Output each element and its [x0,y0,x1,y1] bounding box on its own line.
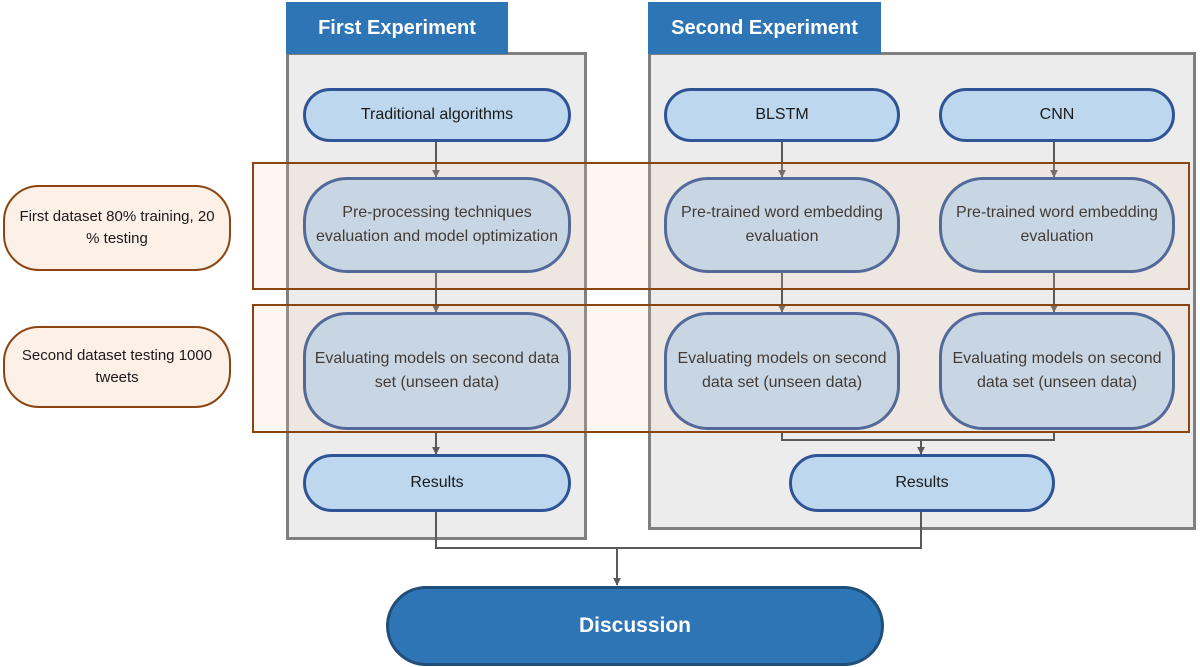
first-dataset-band [252,162,1190,290]
results-node-second: Results [789,454,1055,512]
second-experiment-title: Second Experiment [648,2,881,54]
merge-evaluating-to-results-second [781,431,1055,441]
cnn-node: CNN [939,88,1175,142]
embedding-node-blstm: Pre-trained word embedding evaluation [664,177,900,273]
blstm-node: BLSTM [664,88,900,142]
evaluating-models-node-first: Evaluating models on second data set (un… [303,312,571,430]
results-node-first: Results [303,454,571,512]
evaluating-models-node-cnn: Evaluating models on second data set (un… [939,312,1175,430]
traditional-algorithms-node: Traditional algorithms [303,88,571,142]
discussion-node: Discussion [386,586,884,666]
preprocessing-node: Pre-processing techniques evaluation and… [303,177,571,273]
first-dataset-label: First dataset 80% training, 20 % testing [3,185,231,271]
first-experiment-title: First Experiment [286,2,508,54]
second-dataset-label: Second dataset testing 1000 tweets [3,326,231,408]
evaluating-models-node-blstm: Evaluating models on second data set (un… [664,312,900,430]
merge-results-to-discussion [435,512,922,549]
embedding-node-cnn: Pre-trained word embedding evaluation [939,177,1175,273]
second-dataset-band [252,304,1190,433]
